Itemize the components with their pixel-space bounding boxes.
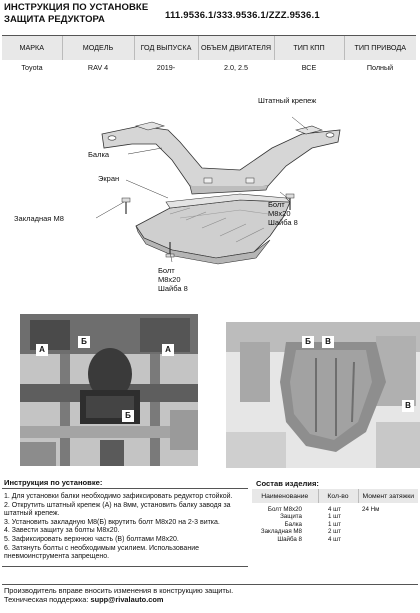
- product-title: ЗАЩИТА РЕДУКТОРА: [4, 14, 105, 25]
- spec-header-year: ГОД ВЫПУСКА: [134, 36, 199, 60]
- kit-item-torque: [358, 536, 418, 543]
- photo-marker-a-left: А: [36, 344, 48, 356]
- article-numbers: 111.9536.1/333.9536.1/ZZZ.9536.1: [165, 10, 320, 21]
- instruction-step-6-cont: пневмоинструмента запрещено.: [4, 553, 110, 561]
- kit-row: Шайба 8 4 шт: [252, 536, 418, 543]
- kit-item-qty: 1 шт: [328, 520, 341, 528]
- footer-disclaimer: Производитель вправе вносить изменения в…: [4, 586, 234, 595]
- photo-left-image: [20, 314, 198, 466]
- photo-marker-b-top: Б: [302, 336, 314, 348]
- spec-header-engine: ОБЪЕМ ДВИГАТЕЛЯ: [198, 36, 275, 60]
- photo-marker-b-right: Б: [122, 410, 134, 422]
- kit-row: Закладная М8 2 шт: [252, 528, 418, 535]
- spec-drive: Полный: [366, 63, 394, 72]
- kit-header-name: Наименование: [252, 489, 319, 503]
- kit-header-qty: Кол-во: [318, 489, 359, 503]
- spec-table-top-rule: [2, 35, 416, 36]
- kit-item-name: Болт М8х20: [267, 506, 302, 513]
- kit-item-name: Балка: [284, 520, 302, 528]
- kit-item-qty: 4 шт: [328, 506, 341, 513]
- spec-gearbox: ВСЕ: [301, 63, 317, 72]
- photo-right-installed: Б В В: [226, 322, 420, 468]
- vehicle-spec-table: МАРКА МОДЕЛЬ ГОД ВЫПУСКА ОБЪЕМ ДВИГАТЕЛЯ…: [2, 36, 416, 75]
- instruction-step-5: 5. Зафиксировать верхнюю часть (В) болта…: [4, 535, 179, 543]
- label-bolt-bottom: Болт М8х20 Шайба 8: [158, 266, 188, 293]
- stock-mount-bolts: [134, 121, 323, 135]
- kit-title: Состав изделия:: [256, 479, 319, 488]
- beam-part: [101, 125, 341, 195]
- kit-row: Болт М8х20 4 шт 24 Нм: [252, 506, 418, 513]
- photo-left-installation: А Б А Б: [20, 314, 198, 466]
- label-screen: Экран: [98, 174, 120, 183]
- kit-header-torque: Момент затяжки: [358, 489, 418, 503]
- spec-brand: Toyota: [21, 63, 43, 72]
- spec-row: Toyota RAV 4 2019- 2.0, 2.5 ВСЕ Полный: [2, 60, 416, 75]
- photo-marker-v-side: В: [402, 400, 414, 412]
- instruction-step-3: 3. Установить закладную М8(Б) вкрутить б…: [4, 518, 220, 526]
- instruction-step-6: 6. Затянуть болты с необходимым усилием.…: [4, 544, 199, 552]
- kit-item-qty: 1 шт: [328, 513, 341, 521]
- spec-header-drive: ТИП ПРИВОДА: [344, 36, 416, 60]
- instruction-step-1: 1. Для установки балки необходимо зафикс…: [4, 493, 233, 500]
- skid-plate-part: [135, 193, 291, 265]
- leader-lines: [95, 116, 309, 263]
- photo-marker-v-top: В: [322, 336, 334, 348]
- label-beam: Балка: [88, 150, 110, 159]
- assembly-diagram: Штатный крепеж Балка Экран Закладная М8 …: [14, 90, 380, 300]
- kit-item-name: Защита: [280, 513, 302, 521]
- kit-row: Балка 1 шт: [252, 521, 418, 528]
- fasteners: [121, 193, 295, 258]
- photo-marker-a-right: А: [162, 344, 174, 356]
- photo-marker-b-left: Б: [78, 336, 90, 348]
- kit-item-name: Закладная М8: [260, 528, 302, 536]
- document-footer: Производитель вправе вносить изменения в…: [2, 584, 418, 605]
- support-label: Техническая поддержка:: [4, 595, 91, 605]
- kit-item-qty: 2 шт: [328, 528, 341, 536]
- spec-year: 2019-: [156, 63, 176, 72]
- doc-title: ИНСТРУКЦИЯ ПО УСТАНОВКЕ: [4, 2, 149, 13]
- instruction-step-4: 4. Завести защиту за болты М8х20.: [4, 527, 120, 535]
- kit-item-torque: [358, 528, 418, 535]
- footer-support: Техническая поддержка: supp@rivalauto.co…: [2, 595, 418, 604]
- instruction-step-2: 2. Открутить штатный крепеж (А) на 8мм, …: [4, 501, 231, 509]
- spec-header-model: МОДЕЛЬ: [62, 36, 135, 60]
- document-header: ИНСТРУКЦИЯ ПО УСТАНОВКЕ ЗАЩИТА РЕДУКТОРА…: [4, 2, 416, 32]
- kit-item-qty: 4 шт: [328, 535, 341, 543]
- kit-item-name: Шайба 8: [277, 535, 302, 543]
- spec-header-gearbox: ТИП КПП: [274, 36, 345, 60]
- kit-row: Защита 1 шт: [252, 513, 418, 520]
- kit-item-torque: [358, 521, 418, 528]
- label-bolt-right: Болт М8х20 Шайба 8: [268, 200, 298, 227]
- spec-header-brand: МАРКА: [2, 36, 63, 60]
- instruction-step-2-cont: штатный крепеж.: [4, 510, 60, 518]
- spec-model: RAV 4: [87, 63, 109, 72]
- instructions-title: Инструкция по установке:: [4, 478, 103, 487]
- kit-contents-table: Наименование Кол-во Момент затяжки Болт …: [252, 489, 418, 543]
- label-stock-mount: Штатный крепеж: [258, 96, 317, 105]
- assembly-drawing: [95, 116, 341, 265]
- kit-item-torque: [358, 513, 418, 520]
- support-email-link[interactable]: supp@rivalauto.com: [90, 595, 164, 605]
- instructions-list: 1. Для установки балки необходимо зафикс…: [2, 488, 248, 567]
- label-insert-m8: Закладная М8: [14, 214, 64, 223]
- spec-engine: 2.0, 2.5: [224, 63, 248, 72]
- kit-item-torque: 24 Нм: [362, 506, 380, 513]
